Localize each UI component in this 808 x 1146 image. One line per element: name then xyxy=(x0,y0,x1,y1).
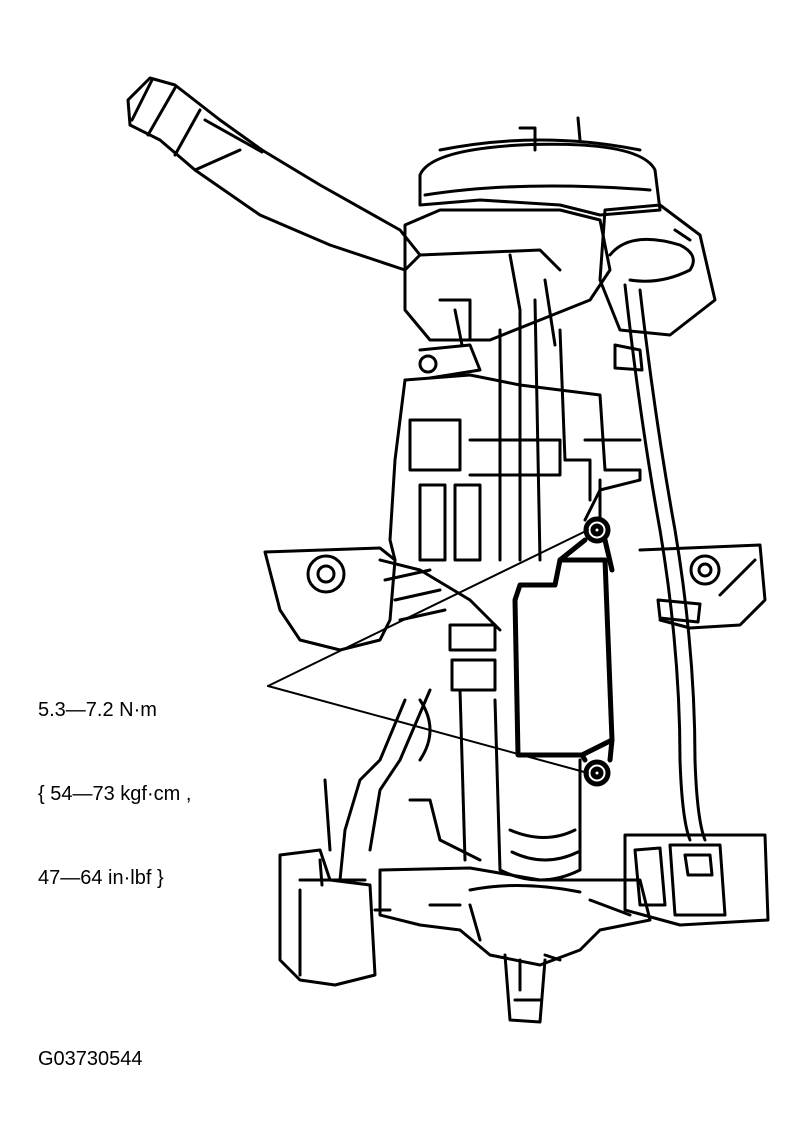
right-lower-connector xyxy=(625,835,768,925)
column-body xyxy=(390,300,640,560)
torque-in-lbf: 47—64 in·lbf } xyxy=(38,867,164,889)
figure-id: G03730544 xyxy=(38,1048,143,1070)
torque-kgf-cm: { 54—73 kgf·cm , xyxy=(38,783,192,805)
lower-base xyxy=(380,868,650,1022)
right-switch-module xyxy=(600,205,715,370)
lower-column-tube xyxy=(325,690,580,880)
switch-body xyxy=(405,210,610,378)
left-lower-bracket xyxy=(280,850,390,985)
callout-leader-lines xyxy=(268,530,588,773)
torque-spec-callout: 5.3—7.2 N·m { 54—73 kgf·cm , 47—64 in·lb… xyxy=(38,640,191,948)
torque-nm: 5.3—7.2 N·m xyxy=(38,699,157,721)
upper-housing xyxy=(420,118,660,215)
control-module xyxy=(515,519,612,784)
combination-switch-lever xyxy=(128,78,420,270)
wiring-harness xyxy=(625,285,705,840)
